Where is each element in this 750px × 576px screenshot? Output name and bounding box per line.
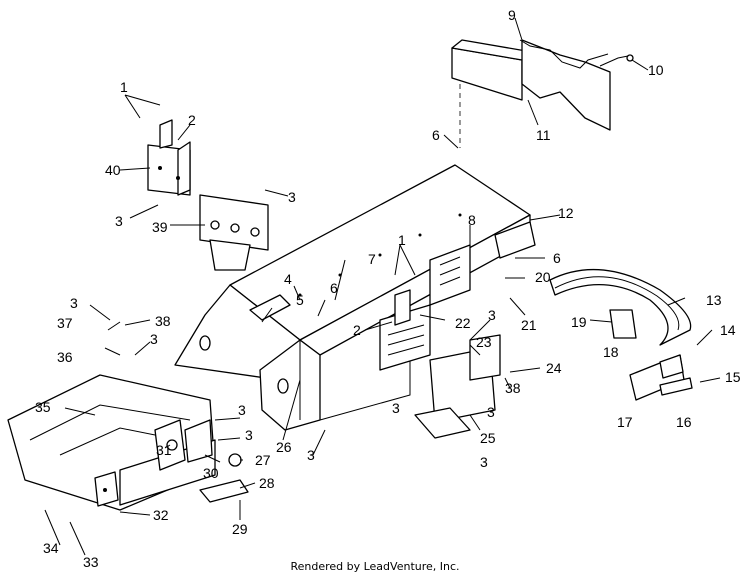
callout-38: 38 xyxy=(155,313,171,329)
callout-34: 34 xyxy=(43,540,59,556)
callout-28: 28 xyxy=(259,475,275,491)
part-knob-27 xyxy=(228,453,242,467)
callout-22: 22 xyxy=(455,315,471,331)
callout-7: 7 xyxy=(368,251,376,267)
part-main-frame-12 xyxy=(174,164,536,431)
callout-24: 24 xyxy=(546,360,562,376)
callout-12: 12 xyxy=(558,205,574,221)
part-bracket-9-11 xyxy=(451,39,634,148)
callout-1: 1 xyxy=(120,79,128,95)
part-control-bracket-22 xyxy=(379,289,431,371)
callout-17: 17 xyxy=(617,414,633,430)
part-plate-30 xyxy=(184,419,213,463)
callout-31: 31 xyxy=(156,442,172,458)
callout-6-mid: 6 xyxy=(330,280,338,296)
callout-5: 5 xyxy=(296,292,304,308)
callout-6-right: 6 xyxy=(553,250,561,266)
callout-32: 32 xyxy=(153,507,169,523)
callout-3-left: 3 xyxy=(70,295,78,311)
callout-3-right1: 3 xyxy=(488,307,496,323)
part-strip-16 xyxy=(659,377,693,396)
callout-8: 8 xyxy=(468,212,476,228)
part-plate-39 xyxy=(199,194,269,271)
callout-30: 30 xyxy=(203,465,219,481)
callout-3-mid2: 3 xyxy=(245,427,253,443)
callout-35: 35 xyxy=(35,399,51,415)
part-bracket-28 xyxy=(199,479,249,503)
callout-11: 11 xyxy=(536,127,551,143)
callout-39: 39 xyxy=(152,219,168,235)
callout-25: 25 xyxy=(480,430,496,446)
callout-6: 6 xyxy=(432,127,440,143)
callout-3-mid3: 3 xyxy=(307,447,315,463)
callout-20: 20 xyxy=(535,269,551,285)
callout-15: 15 xyxy=(725,369,741,385)
callout-23: 23 xyxy=(476,334,492,350)
callout-19: 19 xyxy=(571,314,587,330)
part-deck-35 xyxy=(7,374,216,511)
callout-27: 27 xyxy=(255,452,271,468)
callout-3-top: 3 xyxy=(288,189,296,205)
callout-3: 3 xyxy=(115,213,123,229)
part-plate-25 xyxy=(414,334,501,439)
callout-4: 4 xyxy=(284,271,292,287)
callout-3-mid1: 3 xyxy=(238,402,246,418)
callout-14: 14 xyxy=(720,322,736,338)
callout-labels: 1 2 3 4 5 6 7 8 9 10 11 12 13 14 15 16 1… xyxy=(35,7,741,570)
callout-13: 13 xyxy=(706,292,722,308)
callout-29: 29 xyxy=(232,521,248,537)
callout-21: 21 xyxy=(521,317,537,333)
callout-1-center: 1 xyxy=(398,232,406,248)
callout-16: 16 xyxy=(676,414,692,430)
part-handle-13 xyxy=(549,269,692,346)
callout-18: 18 xyxy=(603,344,619,360)
callout-36: 36 xyxy=(57,349,73,365)
callout-2: 2 xyxy=(188,112,196,128)
callout-26: 26 xyxy=(276,439,292,455)
callout-2-center: 2 xyxy=(353,322,361,338)
callout-38-right: 38 xyxy=(505,380,521,396)
callout-3-left2: 3 xyxy=(150,331,158,347)
callout-3-mid4: 3 xyxy=(392,400,400,416)
credit-text: Rendered by LeadVenture, Inc. xyxy=(290,560,459,573)
callout-37: 37 xyxy=(57,315,73,331)
part-bracket-40 xyxy=(147,119,191,196)
leader-lines xyxy=(44,17,721,556)
part-grip-17 xyxy=(629,354,685,401)
callout-33: 33 xyxy=(83,554,99,570)
callout-40: 40 xyxy=(105,162,121,178)
callout-9: 9 xyxy=(508,7,516,23)
part-bracket-18 xyxy=(609,309,637,339)
callout-3-right3: 3 xyxy=(480,454,488,470)
callout-3-right2: 3 xyxy=(487,404,495,420)
callout-10: 10 xyxy=(648,62,664,78)
